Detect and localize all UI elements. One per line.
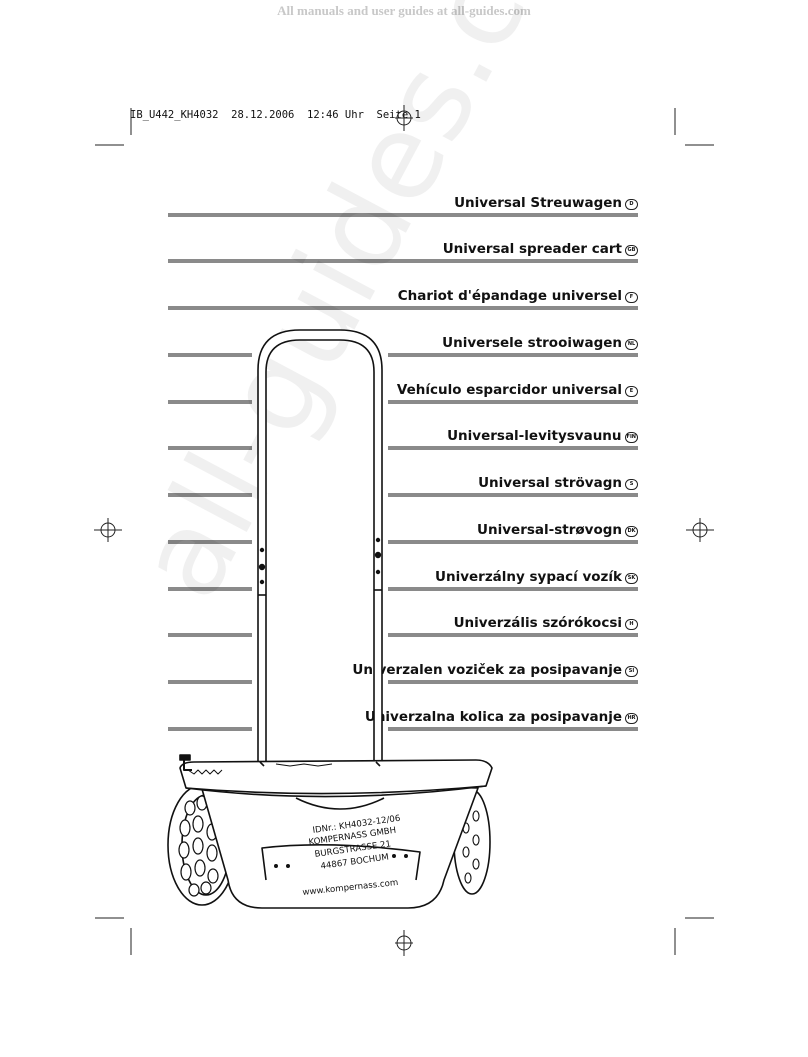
language-badge: S (625, 479, 638, 490)
title-rule-right (388, 680, 638, 684)
title-rule (168, 213, 638, 217)
spreader-cart-illustration (167, 329, 493, 909)
registration-mark-left (94, 518, 122, 542)
title-rule-left (168, 400, 252, 404)
title-rule-right (388, 446, 638, 450)
title-rule-left (168, 353, 252, 357)
title-rule-right (388, 400, 638, 404)
title-rule-left (168, 540, 252, 544)
title-rule-right (388, 587, 638, 591)
title-rule-right (388, 540, 638, 544)
title-rule-right (388, 353, 638, 357)
title-rule-left (168, 587, 252, 591)
language-badge: E (625, 386, 638, 397)
language-badge: SK (625, 573, 638, 584)
title-rule (168, 259, 638, 263)
language-badge: FIN (624, 432, 638, 443)
language-badge: DK (625, 526, 638, 537)
title-rule-left (168, 446, 252, 450)
registration-mark-bottom (395, 930, 413, 956)
title-rule-right (388, 727, 638, 731)
title-rule-left (168, 493, 252, 497)
print-slug: IB_U442_KH4032 28.12.2006 12:46 Uhr Seit… (130, 109, 421, 121)
language-badge: GB (625, 245, 638, 256)
site-banner: All manuals and user guides at all-guide… (277, 3, 531, 18)
title-rule-left (168, 633, 252, 637)
title-rule-left (168, 680, 252, 684)
title-rule-right (388, 493, 638, 497)
title-rule (168, 306, 638, 310)
language-badge: H (625, 619, 638, 630)
title-rule-right (388, 633, 638, 637)
title-rule-left (168, 727, 252, 731)
registration-mark-right (686, 518, 714, 542)
language-badge: SI (625, 666, 638, 677)
language-badge: HR (625, 713, 638, 724)
language-badge: F (625, 292, 638, 303)
language-badge: NL (625, 339, 638, 350)
language-badge: D (625, 199, 638, 210)
